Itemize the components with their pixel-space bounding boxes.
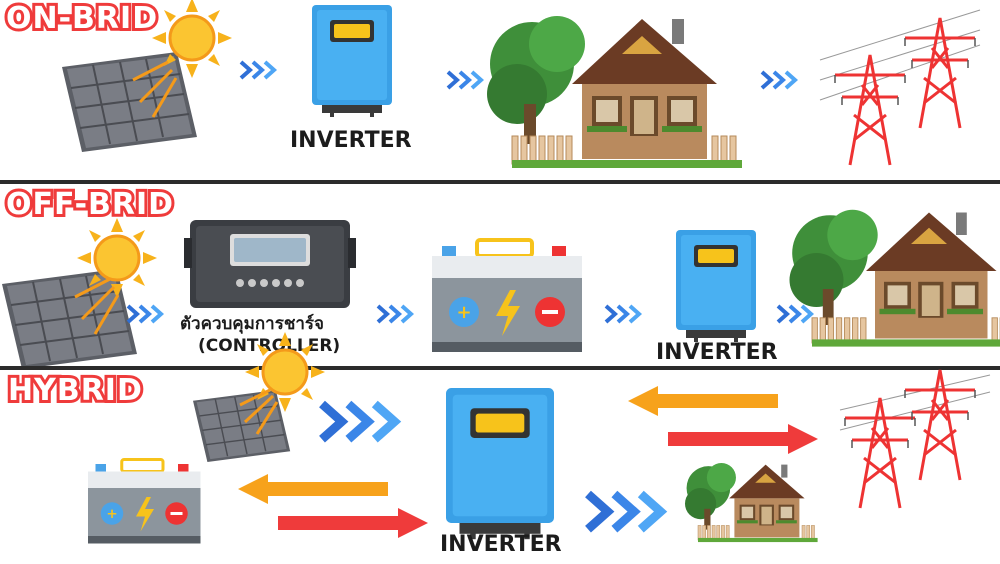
- house-icon: [486, 15, 743, 169]
- inverter-icon: [446, 388, 554, 540]
- section-divider: [0, 180, 1000, 184]
- off-grid-title: OFF-BRID: [3, 187, 176, 223]
- sunlight-rays-icon: [239, 388, 279, 435]
- inverter-icon: [312, 5, 392, 117]
- chevron-right-icon: [322, 404, 402, 444]
- on-grid-section: ON-BRID INVERTER: [0, 0, 1000, 180]
- chevron-right-icon: [760, 70, 797, 90]
- house-icon: [684, 462, 818, 543]
- chevron-right-icon: [446, 70, 483, 90]
- controller-sublabel: (CONTROLLER): [198, 336, 341, 356]
- battery-icon: [86, 458, 202, 545]
- chevron-right-icon: [126, 304, 163, 324]
- hybrid-section: HYBRID INVERTER: [0, 330, 1000, 563]
- on-grid-inverter-label: INVERTER: [290, 128, 412, 153]
- hybrid-inverter-label: INVERTER: [440, 532, 562, 557]
- charge-controller-icon: [184, 220, 356, 308]
- inverter-icon: [676, 230, 756, 342]
- hybrid-title: HYBRID: [5, 373, 145, 409]
- chevron-right-icon: [376, 304, 413, 324]
- house-icon: [789, 209, 1000, 348]
- arrow-right-icon: [668, 424, 818, 454]
- off-grid-inverter-label: INVERTER: [656, 340, 778, 365]
- sunlight-rays-icon: [132, 60, 178, 118]
- chevron-right-icon: [604, 304, 641, 324]
- controller-label: ตัวควบคุมการชาร์จ: [180, 314, 325, 334]
- chevron-right-icon: [588, 494, 668, 534]
- off-grid-section: OFF-BRID ตัวควบคุมการชาร์จ (CONTROLLER) …: [0, 184, 1000, 370]
- power-pylon-icon: [839, 368, 991, 510]
- arrow-left-icon: [628, 386, 778, 416]
- battery-icon: [430, 238, 584, 354]
- sunlight-rays-icon: [74, 277, 120, 335]
- section-divider: [0, 366, 1000, 370]
- on-grid-title: ON-BRID: [3, 1, 160, 37]
- chevron-right-icon: [239, 60, 276, 80]
- power-pylon-icon: [819, 9, 981, 167]
- arrow-left-icon: [238, 474, 388, 504]
- arrow-right-icon: [278, 508, 428, 538]
